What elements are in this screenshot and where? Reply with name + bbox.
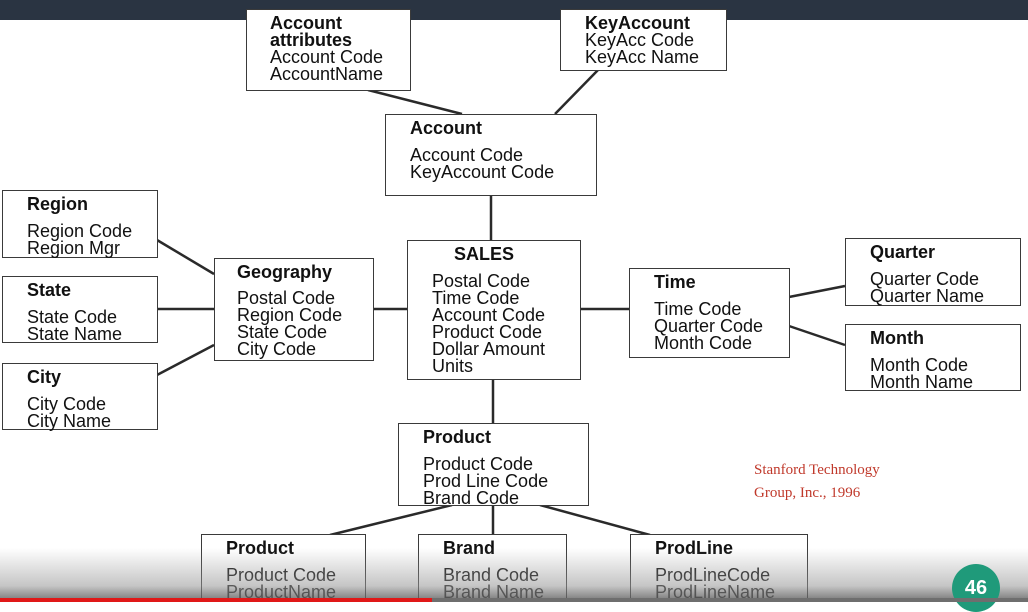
account-title: Account (410, 118, 482, 138)
account-attributes-title: Account attributes (270, 13, 353, 50)
prodline-title: ProdLine (655, 538, 734, 558)
month-box: Month Month Code Month Name (845, 324, 1021, 391)
connector-city-geography (156, 343, 215, 377)
field: Time Code (432, 288, 520, 308)
field: Units (432, 356, 474, 376)
sales-box: SALES Postal Code Time Code Account Code… (407, 240, 581, 380)
field: Month Code (870, 355, 969, 375)
connector-time-month (788, 324, 846, 347)
connector-time-quarter (788, 284, 846, 299)
field: Postal Code (237, 288, 336, 308)
video-progress-fill (0, 598, 432, 602)
connector-keyaccount-account (554, 69, 599, 115)
state-box: State State Code State Name (2, 276, 158, 343)
connector-product-prodline (539, 503, 651, 537)
field: Quarter Code (654, 316, 764, 336)
field: Account Code (432, 305, 546, 325)
brand-title: Brand (443, 538, 496, 558)
credit-line-1: Stanford Technology (754, 462, 880, 478)
field: Region Code (237, 305, 343, 325)
brand-box: Brand Brand Code Brand Name (418, 534, 567, 602)
field: Month Code (654, 333, 753, 353)
sales-title: SALES (454, 244, 515, 264)
field: Account Code (270, 47, 384, 67)
connector-product-productdim (329, 503, 453, 537)
field: AccountName (270, 64, 384, 84)
region-title: Region (27, 194, 88, 214)
account-attributes-box: Account attributes Account Code AccountN… (246, 9, 411, 91)
time-title: Time (654, 272, 696, 292)
field: Month Name (870, 372, 974, 392)
field: KeyAcc Name (585, 47, 700, 67)
time-box: Time Time Code Quarter Code Month Code (629, 268, 790, 358)
product-title: Product (423, 427, 492, 447)
connector-account-attributes-account (367, 88, 463, 116)
credit-line-2: Group, Inc., 1996 (754, 485, 861, 501)
key-account-title: KeyAccount (585, 13, 691, 33)
state-title: State (27, 280, 72, 300)
field: City Code (27, 394, 107, 414)
connector-region-geography (156, 238, 215, 276)
region-box: Region Region Code Region Mgr (2, 190, 158, 258)
city-box: City City Code City Name (2, 363, 158, 430)
quarter-box: Quarter Quarter Code Quarter Name (845, 238, 1021, 306)
field: Brand Code (423, 488, 520, 508)
field: KeyAcc Code (585, 30, 695, 50)
geography-title: Geography (237, 262, 333, 282)
field: Quarter Name (870, 286, 985, 306)
product-dim-title: Product (226, 538, 295, 558)
city-title: City (27, 367, 62, 387)
field: Account Code (410, 145, 524, 165)
field: Postal Code (432, 271, 531, 291)
field: Region Mgr (27, 238, 121, 258)
field: Time Code (654, 299, 742, 319)
key-account-box: KeyAccount KeyAcc Code KeyAcc Name (560, 9, 727, 71)
source-credit: Stanford Technology Group, Inc., 1996 (754, 459, 880, 505)
month-title: Month (870, 328, 924, 348)
field: City Code (237, 339, 317, 359)
field: Quarter Code (870, 269, 980, 289)
page-number-badge: 46 (952, 564, 1000, 612)
field: State Code (237, 322, 328, 342)
prodline-box: ProdLine ProdLineCode ProdLineName (630, 534, 808, 602)
field: State Name (27, 324, 123, 344)
quarter-title: Quarter (870, 242, 936, 262)
product-box: Product Product Code Prod Line Code Bran… (398, 423, 589, 508)
field: Product Code (423, 454, 534, 474)
field: KeyAccount Code (410, 162, 555, 182)
field: City Name (27, 411, 112, 431)
account-box: Account Account Code KeyAccount Code (385, 114, 597, 196)
video-progress-bar[interactable] (0, 598, 1028, 602)
field: Product Code (432, 322, 543, 342)
geography-box: Geography Postal Code Region Code State … (214, 258, 374, 361)
field: Dollar Amount (432, 339, 546, 359)
product-dim-box: Product Product Code ProductName (201, 534, 366, 602)
field: Region Code (27, 221, 133, 241)
field: State Code (27, 307, 118, 327)
field: Prod Line Code (423, 471, 549, 491)
